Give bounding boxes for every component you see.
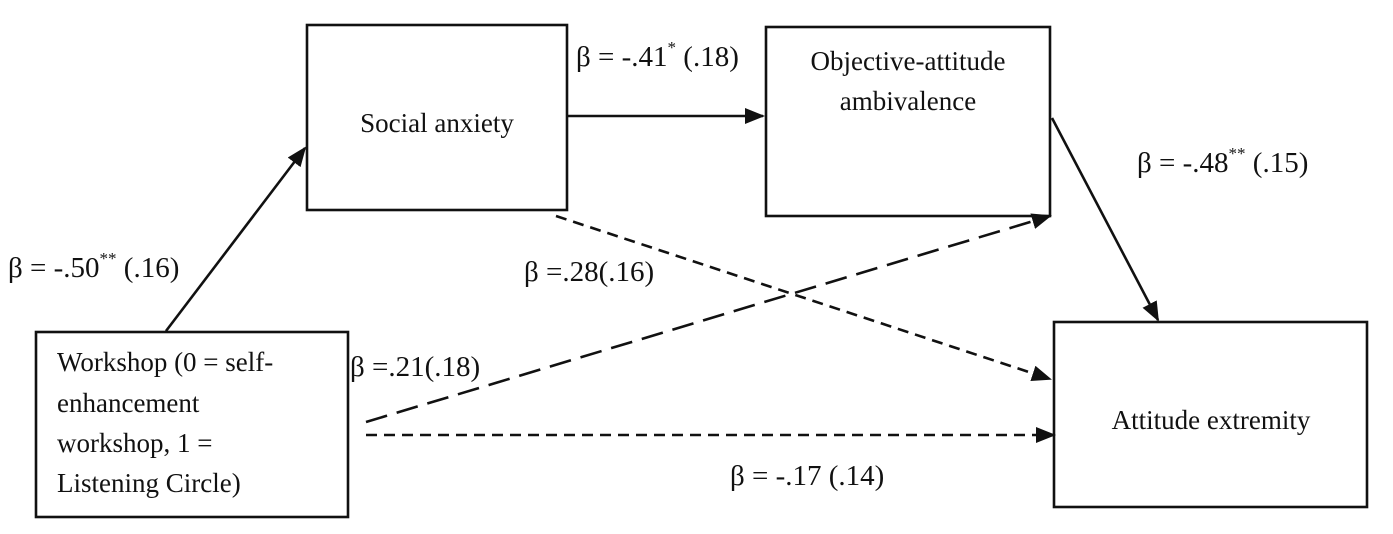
workshop-label-line4: Listening Circle) [57, 468, 241, 498]
beta-workshop-to-extremity: β = -.17 (.14) [730, 460, 884, 492]
beta-social-anxiety-to-extremity: β =.28(.16) [524, 256, 654, 288]
attitude-extremity-label: Attitude extremity [1112, 405, 1311, 435]
workshop-box [34, 330, 350, 519]
ambivalence-label-line1: Objective-attitude [811, 46, 1006, 76]
beta-social-anxiety-to-ambivalence: β = -.41* (.18) [576, 38, 739, 73]
attitude-extremity-box [1052, 320, 1369, 509]
workshop-label-line2: enhancement [57, 388, 200, 418]
arrow-social-anxiety-to-extremity [555, 214, 1052, 381]
social-anxiety-box [305, 23, 569, 212]
beta-workshop-to-ambivalence: β =.21(.18) [350, 351, 480, 383]
arrow-workshop-to-ambivalence [365, 213, 1052, 424]
workshop-label-line3: workshop, 1 = [57, 428, 212, 458]
ambivalence-label-line2: ambivalence [840, 86, 976, 116]
ambivalence-box [764, 25, 1052, 218]
social-anxiety-label: Social anxiety [360, 108, 514, 138]
arrow-ambivalence-to-extremity [1050, 117, 1160, 322]
workshop-label-line1: Workshop (0 = self- [57, 347, 273, 377]
arrow-workshop-to-social-anxiety [164, 146, 307, 332]
beta-ambivalence-to-extremity: β = -.48** (.15) [1137, 144, 1308, 179]
beta-workshop-to-social-anxiety: β = -.50** (.16) [8, 249, 179, 284]
